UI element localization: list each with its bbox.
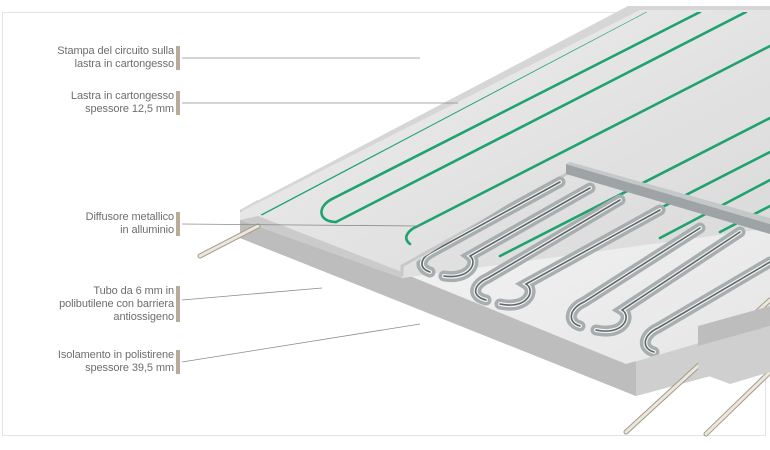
plasterboard-layer — [240, 6, 770, 278]
leader-pipe — [181, 287, 323, 301]
label-circuit-print: Stampa del circuito sulla lastra in cart… — [57, 45, 174, 70]
label-diffuser: Diffusore metallico in alluminio — [85, 211, 174, 236]
leader-diffuser — [181, 223, 421, 227]
leader-bars — [176, 46, 180, 374]
label-plasterboard: Lastra in cartongesso spessore 12,5 mm — [70, 90, 174, 115]
leader-insulation — [181, 323, 421, 363]
label-insulation: Isolamento in polistirene spessore 39,5 … — [57, 349, 174, 374]
leader-lines — [181, 57, 458, 363]
label-pipe: Tubo da 6 mm in polibutilene con barrier… — [59, 285, 174, 323]
manifold-bar — [566, 162, 770, 234]
adjacent-panel — [698, 306, 770, 384]
aluminium-diffuser — [416, 176, 770, 358]
